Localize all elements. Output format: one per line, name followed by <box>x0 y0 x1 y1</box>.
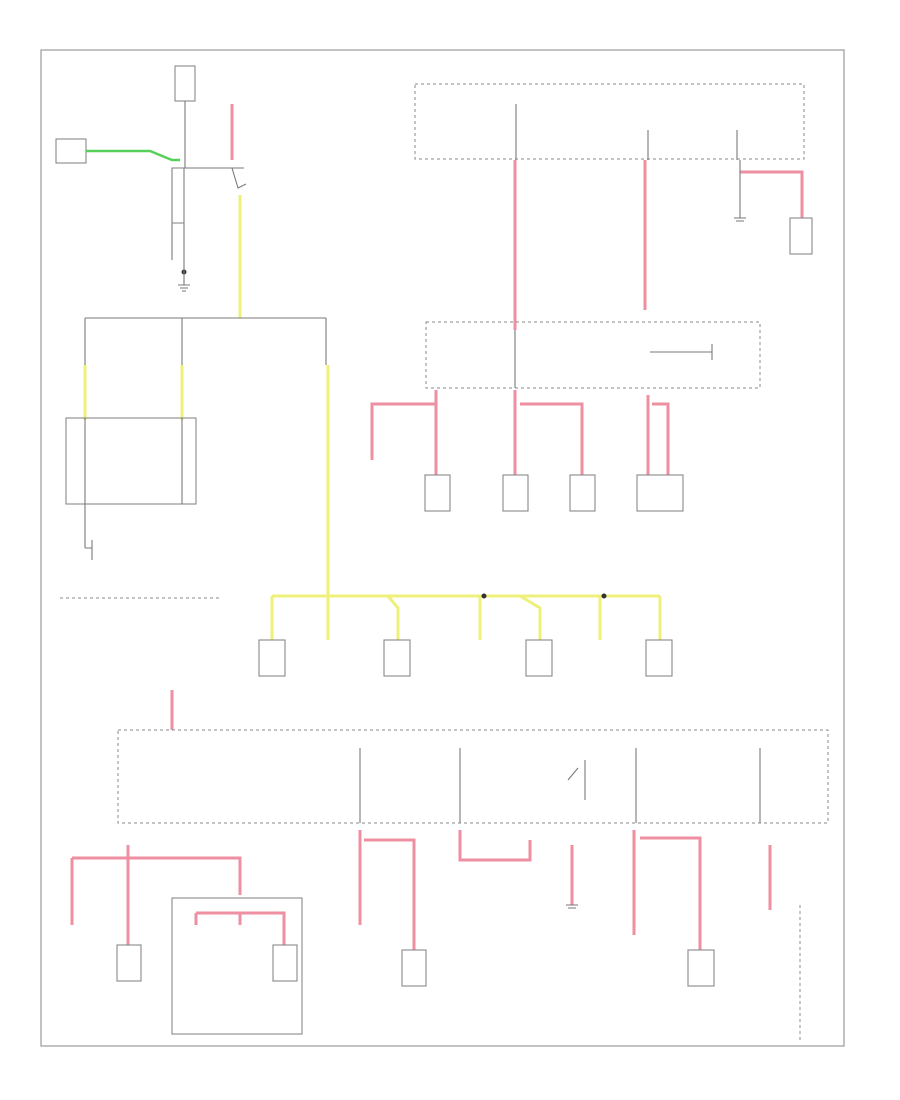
ground-symbol-3 <box>566 904 578 909</box>
splice-y2 <box>601 593 607 599</box>
comp-b1 <box>116 944 142 982</box>
underhood-fuse-block <box>414 83 813 330</box>
module-1 <box>424 474 451 512</box>
fuse-block-bottom <box>117 729 829 824</box>
comp-b3 <box>401 949 427 987</box>
bottom-fuse-block <box>70 690 829 1040</box>
switch-housing <box>171 167 185 224</box>
left-middle-section <box>60 317 330 599</box>
pink-wire-b9 <box>640 836 702 950</box>
green-wire <box>86 149 180 162</box>
pink-wire-j4 <box>520 402 584 475</box>
bulb-4 <box>645 639 673 677</box>
pink-wire-j1 <box>370 402 436 460</box>
ground-symbol-2 <box>734 217 746 222</box>
splice-y1 <box>481 593 487 599</box>
middle-junction-block <box>370 321 761 512</box>
shift-lever-component <box>55 138 87 164</box>
pink-wire-fuse-3 <box>740 170 804 218</box>
control-module-top <box>174 65 196 102</box>
pink-wire-b2 <box>72 856 242 895</box>
ground-symbol <box>178 284 190 292</box>
relay-component-right <box>789 217 813 255</box>
comp-b4 <box>687 949 715 987</box>
connector-group <box>171 897 303 1035</box>
top-left-section <box>55 65 247 318</box>
switch-block-left <box>65 417 197 505</box>
pink-wire-j6 <box>652 402 670 475</box>
diagram-frame <box>40 49 845 1047</box>
module-3 <box>569 474 596 512</box>
module-2 <box>502 474 529 512</box>
module-4 <box>636 474 684 512</box>
bulb-3 <box>525 639 553 677</box>
junction-block <box>425 321 761 389</box>
yellow-bus-section <box>258 593 673 677</box>
pink-wire-b5 <box>364 838 416 950</box>
pink-wire-b3 <box>194 911 286 945</box>
pink-wire-b6 <box>458 830 532 862</box>
comp-b2 <box>272 944 298 982</box>
bulb-2 <box>383 639 411 677</box>
fuse-block-top <box>414 83 805 160</box>
bulb-1 <box>258 639 286 677</box>
